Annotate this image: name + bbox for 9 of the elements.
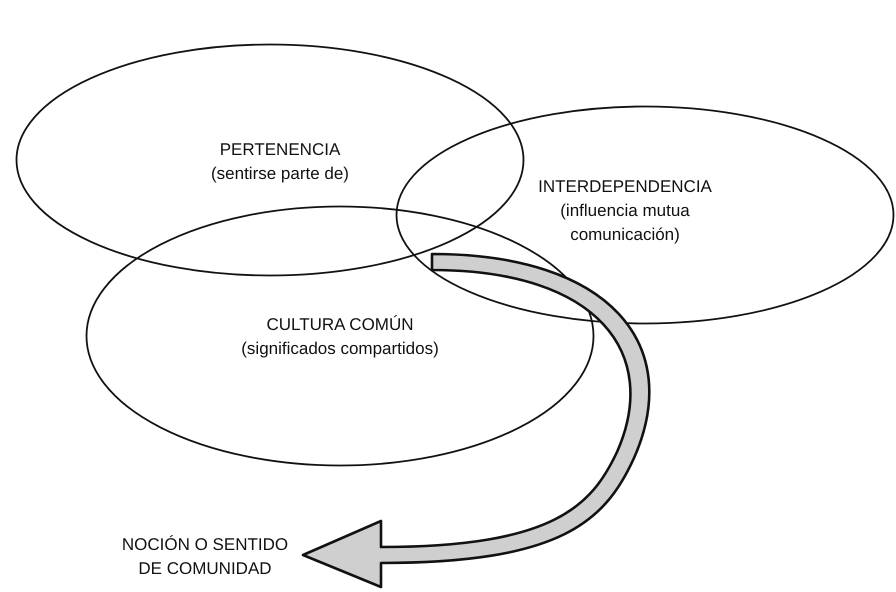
concept-title: PERTENENCIA [220, 139, 340, 161]
concept-title: NOCIÓN O SENTIDO DE COMUNIDAD [120, 534, 290, 580]
concept-description: (sentirse parte de) [211, 163, 349, 185]
concept-description: (significados compartidos) [241, 338, 439, 360]
curved-block-arrow [302, 252, 650, 588]
concept-ellipse [15, 43, 525, 277]
concept-description: (influencia mutua comunicación) [559, 200, 691, 246]
concept-title: CULTURA COMÚN [266, 314, 414, 336]
concept-title: INTERDEPENDENCIA [538, 176, 712, 198]
